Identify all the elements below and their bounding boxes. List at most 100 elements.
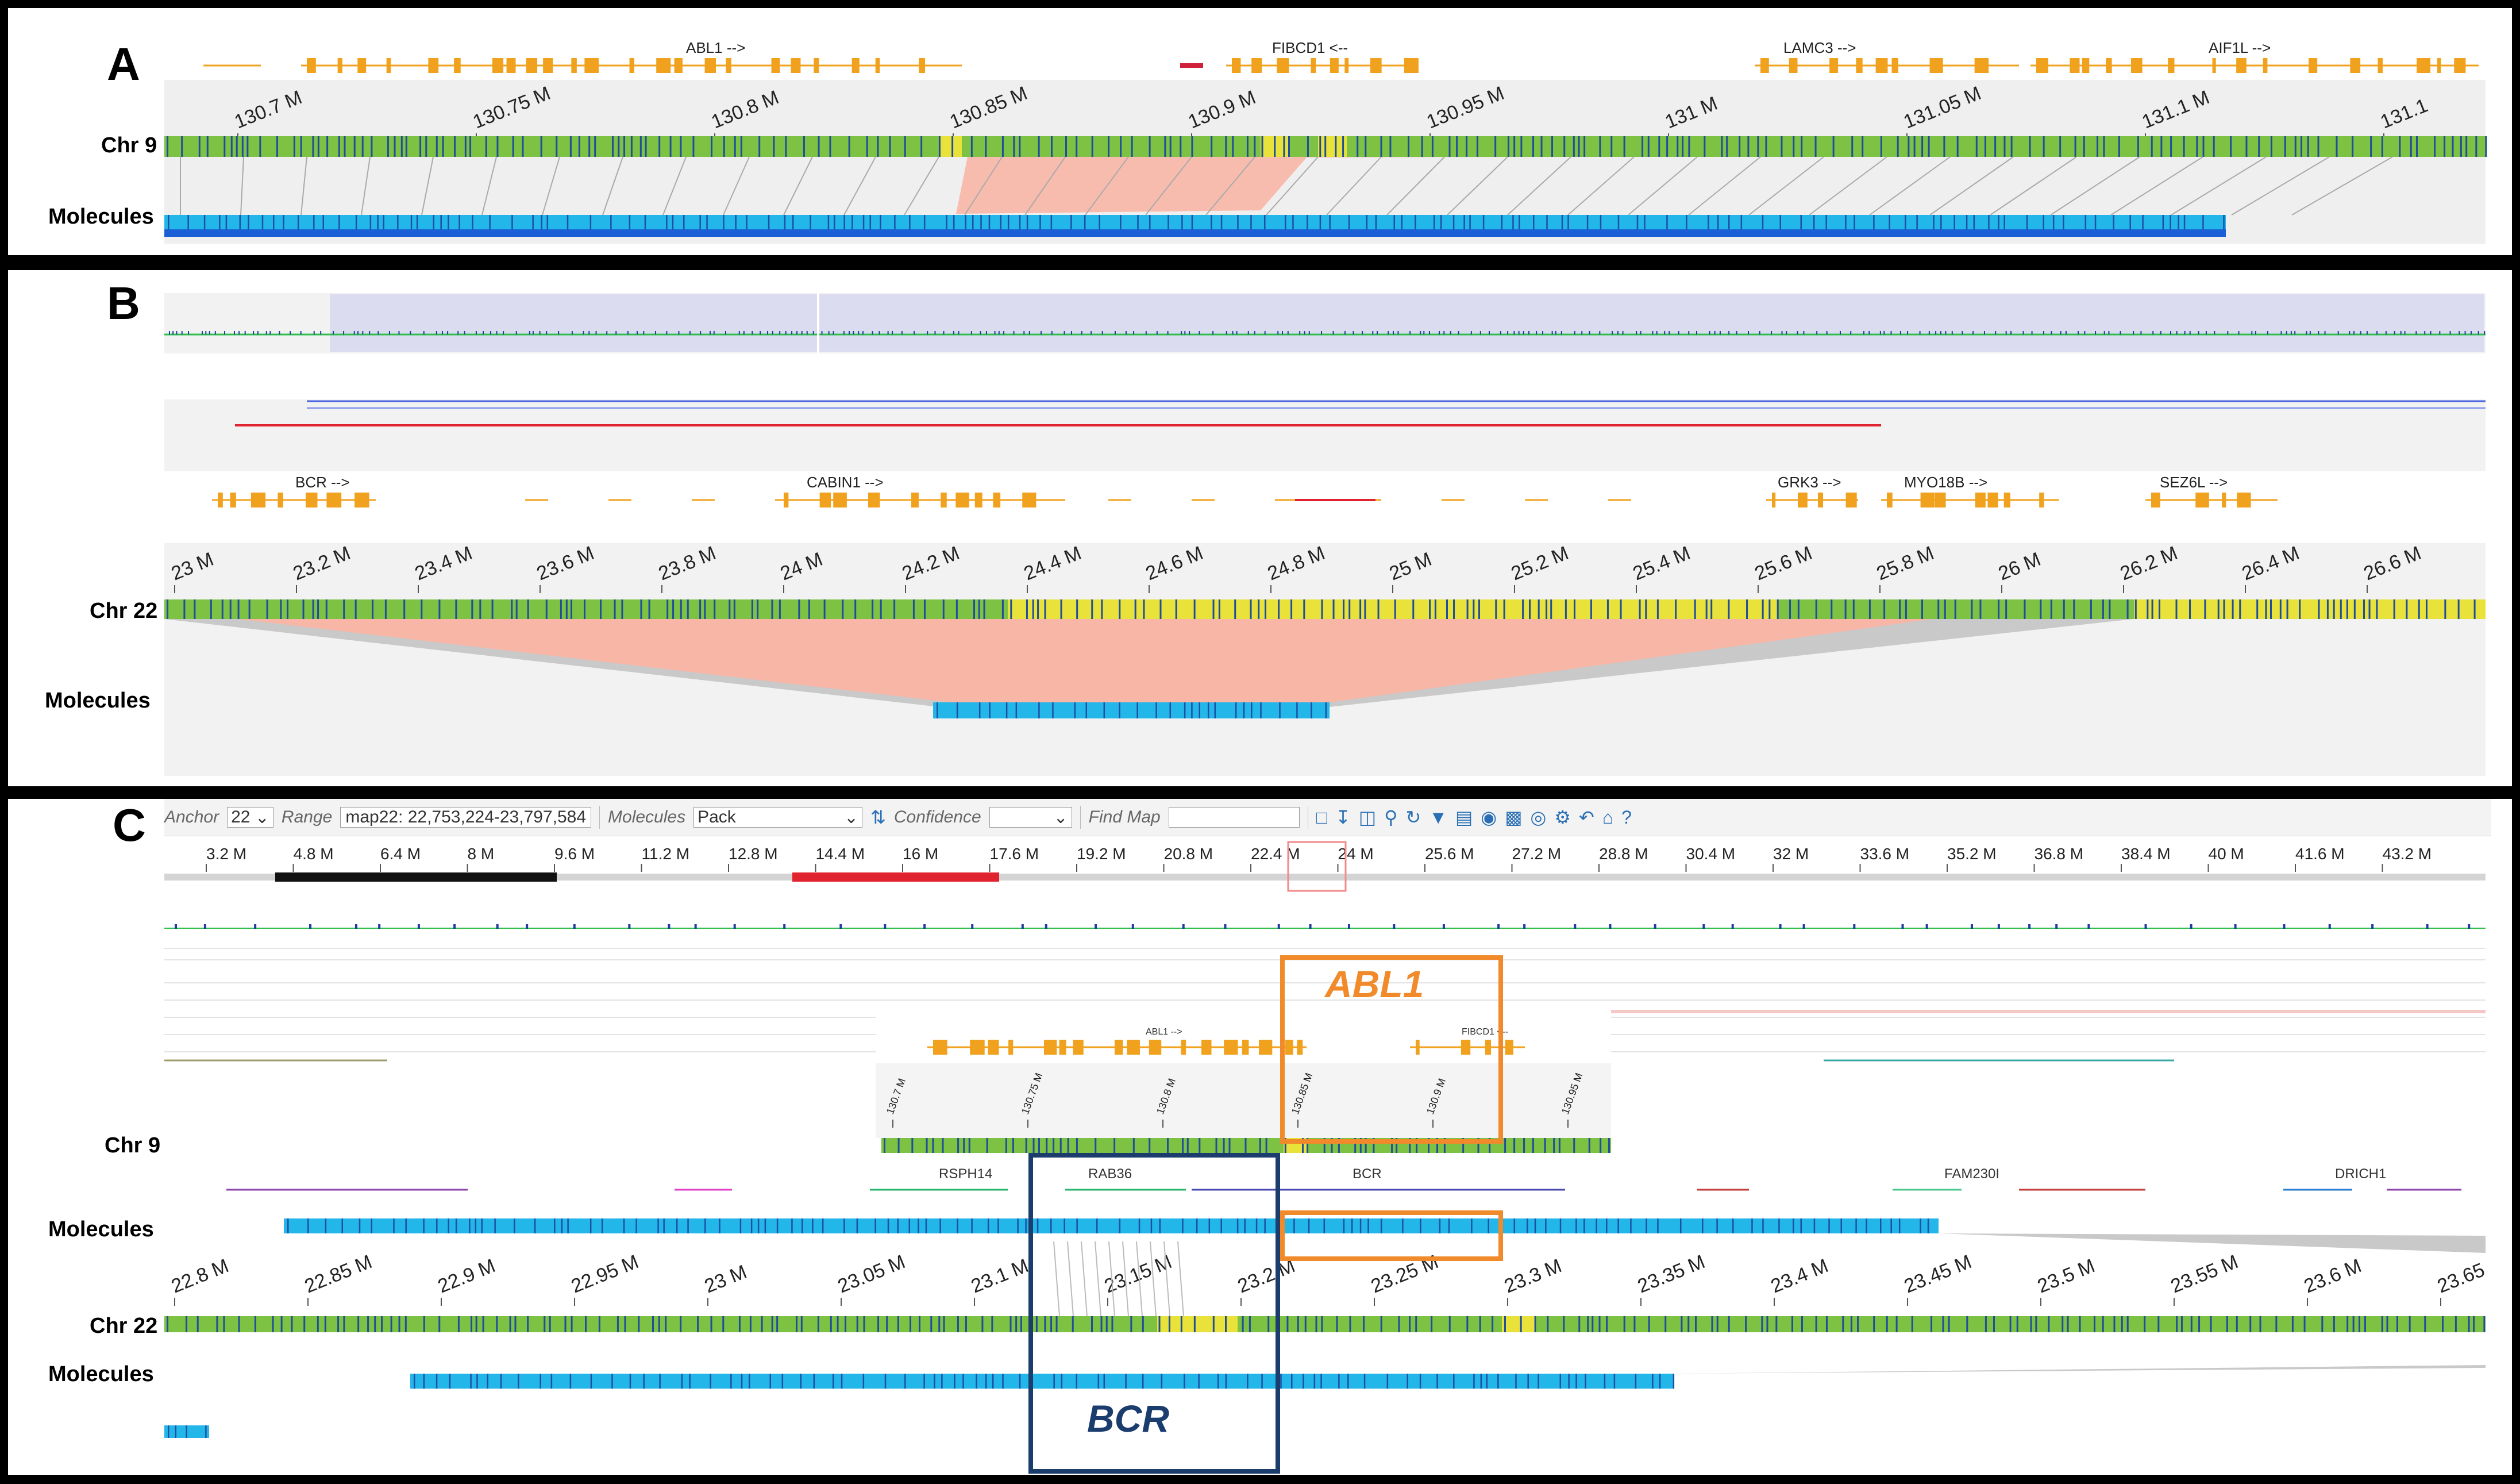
molecule-label-site <box>1415 215 1416 237</box>
molecule-label-site <box>1007 215 1009 237</box>
coverage-marker <box>839 924 842 929</box>
overview-tick-label: 41.6 M <box>2295 845 2345 863</box>
find-map-input[interactable] <box>1168 807 1300 828</box>
coverage-marker <box>901 331 903 335</box>
molecule-label-site <box>2052 215 2055 237</box>
label-site <box>464 136 467 157</box>
label-site <box>1664 1316 1667 1332</box>
label-site <box>485 136 487 157</box>
coverage-shaded-region <box>330 294 2484 352</box>
download-icon[interactable]: ↧ <box>1335 807 1351 828</box>
coverage-marker <box>1945 331 1947 335</box>
label-site <box>2210 1316 2212 1332</box>
coverage-marker <box>1232 331 1234 335</box>
label-site <box>1349 1316 1351 1332</box>
label-site <box>938 136 941 157</box>
table-icon[interactable]: ▤ <box>1455 807 1473 828</box>
refresh-icon[interactable]: ↻ <box>1405 807 1421 828</box>
label-site <box>570 599 572 619</box>
coverage-marker <box>1332 331 1334 335</box>
eye-icon[interactable]: ◎ <box>1530 807 1547 828</box>
confidence-select[interactable]: ⌄ <box>989 807 1072 828</box>
gene-abl1-exon <box>771 58 780 73</box>
coverage-marker <box>1883 331 1885 335</box>
molecule-label-site <box>1025 1218 1027 1233</box>
camera-icon[interactable]: ▩ <box>1505 807 1523 828</box>
coverage-marker <box>858 331 860 335</box>
label-site <box>1250 599 1252 619</box>
label-site <box>583 599 585 619</box>
home-icon[interactable]: ⌂ <box>1602 806 1614 828</box>
gene-bcr-exon <box>326 493 342 508</box>
molecule-label-site <box>1716 1218 1718 1233</box>
label-site <box>2353 599 2356 619</box>
alignment-line <box>1386 156 1445 216</box>
coverage-marker <box>388 331 390 335</box>
label-site <box>798 599 800 619</box>
label-site <box>1599 136 1601 157</box>
label-site <box>1324 136 1327 157</box>
molecules-label: Molecules <box>45 689 151 713</box>
coverage-marker <box>1181 331 1182 335</box>
molecule-label-site <box>448 215 449 237</box>
coverage-marker <box>779 331 781 335</box>
undo-icon[interactable]: ↶ <box>1579 807 1594 828</box>
coverage-marker <box>1816 331 1818 335</box>
label-site <box>1013 136 1015 157</box>
coverage-marker <box>539 331 541 335</box>
label-site <box>2170 136 2172 157</box>
help-icon[interactable]: ? <box>1621 806 1632 828</box>
gene-lamc3-exon <box>1974 58 1989 73</box>
molecule-label-site <box>518 1374 519 1389</box>
pdf-icon[interactable]: □ <box>1316 806 1328 828</box>
label-site <box>983 599 985 619</box>
coverage-marker <box>2043 331 2044 335</box>
inset-gene-fibcd1-exon <box>1485 1040 1492 1055</box>
label-site <box>771 1316 773 1332</box>
label-site <box>897 1316 899 1332</box>
label-site <box>387 136 389 157</box>
gene-aif1l-exon <box>2350 58 2361 73</box>
molecule-label-site <box>1583 1218 1585 1233</box>
molecule-label-site <box>1740 215 1743 237</box>
settings-icon[interactable]: ⚙ <box>1554 807 1571 828</box>
molecule-label-site <box>1237 215 1239 237</box>
binoculars-icon[interactable]: ◉ <box>1481 807 1497 828</box>
label-site <box>454 136 456 157</box>
label-site <box>1038 1138 1040 1153</box>
coverage-marker <box>1420 331 1421 335</box>
molecule-label-site <box>1243 702 1245 718</box>
anchor-select[interactable]: 22 ⌄ <box>227 807 273 828</box>
molecule-label-site <box>405 1218 407 1233</box>
gene-grk3-exon <box>1817 493 1823 508</box>
sort-icon[interactable]: ⇅ <box>870 807 886 828</box>
label-site <box>1105 1316 1108 1332</box>
coverage-marker <box>1589 331 1590 335</box>
label-site <box>1373 1138 1375 1153</box>
molecules-mode-select[interactable]: Pack⌄ <box>693 807 863 828</box>
zoom-icon[interactable]: ⚲ <box>1384 807 1398 828</box>
gene-small-red <box>1180 63 1203 68</box>
molecule-label-site <box>941 1374 943 1389</box>
range-input[interactable]: map22: 22,753,224-23,797,584 <box>340 807 592 828</box>
coverage-marker <box>1023 331 1025 335</box>
molecule-label-site <box>1264 215 1266 237</box>
gene-label: RAB36 <box>1088 1166 1132 1182</box>
alignment-line <box>1628 156 1698 216</box>
filter-icon[interactable]: ▼ <box>1429 806 1448 828</box>
label-site <box>2317 136 2319 157</box>
molecule-label-site <box>203 215 206 237</box>
folder-icon[interactable]: ◫ <box>1358 807 1377 828</box>
label-site <box>1038 136 1040 157</box>
molecule-label-site <box>369 215 372 237</box>
label-site <box>687 599 689 619</box>
molecule-label-site <box>862 215 865 237</box>
molecule-label-site <box>1169 702 1172 718</box>
label-site <box>361 136 364 157</box>
label-site <box>1479 1316 1481 1332</box>
molecule-label-site <box>987 1218 989 1233</box>
coverage-marker <box>1970 924 1973 929</box>
label-site <box>2485 136 2487 157</box>
gene-lamc3-exon <box>1760 58 1769 73</box>
